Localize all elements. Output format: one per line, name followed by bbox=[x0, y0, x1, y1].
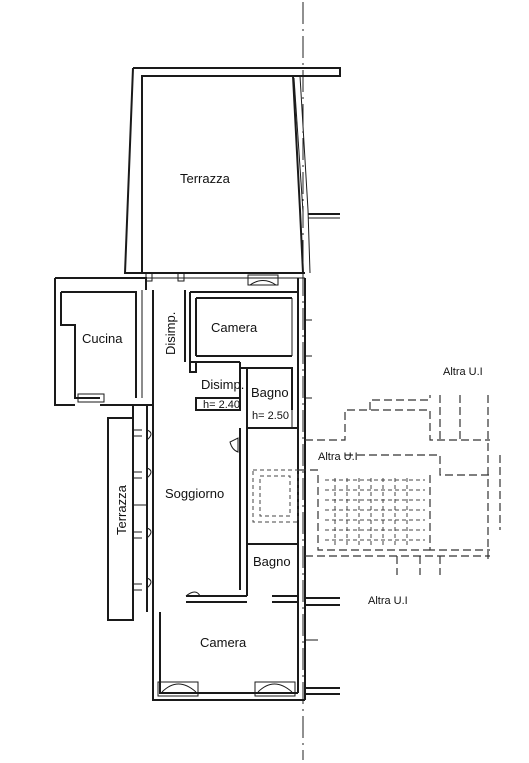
internal-walls bbox=[184, 290, 299, 603]
stair-steps bbox=[325, 478, 425, 545]
label-disimp-small: Disimp. bbox=[201, 377, 244, 392]
label-camera-bottom: Camera bbox=[200, 635, 247, 650]
label-bagno-top: Bagno bbox=[251, 385, 289, 400]
neighbor-units bbox=[298, 395, 501, 695]
label-altra-ui-middle: Altra U.I bbox=[318, 451, 358, 463]
label-camera-top: Camera bbox=[211, 320, 258, 335]
label-altra-ui-right: Altra U.I bbox=[443, 366, 483, 378]
label-h-disimp: h= 2.40 bbox=[203, 399, 240, 411]
label-soggiorno: Soggiorno bbox=[165, 486, 224, 501]
label-h-bagno: h= 2.50 bbox=[252, 410, 289, 422]
label-altra-ui-bottom: Altra U.I bbox=[368, 595, 408, 607]
label-bagno-bottom: Bagno bbox=[253, 554, 291, 569]
outer-walls bbox=[54, 277, 312, 701]
top-terrace-walls bbox=[123, 67, 341, 286]
label-terrazza-side: Terrazza bbox=[114, 484, 129, 535]
room-labels: Terrazza Camera Cucina Disimp. Disimp. B… bbox=[82, 171, 483, 650]
label-cucina: Cucina bbox=[82, 331, 123, 346]
label-disimp-vertical: Disimp. bbox=[163, 312, 178, 355]
label-terrazza-top: Terrazza bbox=[180, 171, 231, 186]
